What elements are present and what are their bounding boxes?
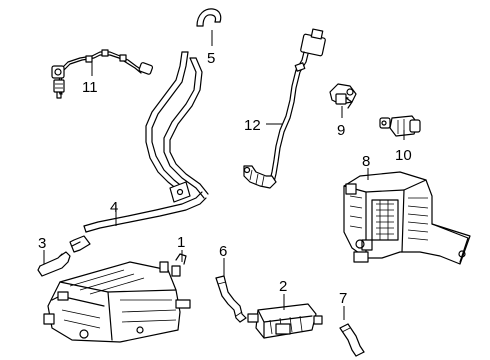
callout-10: 10	[395, 147, 412, 164]
callout-3: 3	[38, 235, 46, 252]
callout-6: 6	[219, 243, 227, 260]
evap-canister-icon	[43, 253, 191, 343]
vapor-filter-icon	[247, 303, 323, 339]
oxygen-sensor-icon	[243, 28, 326, 189]
hose-elbow-icon	[196, 8, 222, 27]
callout-1: 1	[177, 234, 185, 251]
callout-11: 11	[82, 79, 98, 96]
callout-9: 9	[337, 122, 345, 139]
hose-elbow-icon	[215, 275, 247, 323]
vent-hose-icon	[37, 235, 91, 277]
callout-2: 2	[279, 278, 287, 295]
oxygen-sensor-icon	[51, 49, 154, 99]
callout-12: 12	[244, 117, 261, 134]
callout-5: 5	[207, 50, 215, 67]
purge-valve-icon	[379, 115, 421, 137]
callout-4: 4	[110, 199, 118, 216]
hose-elbow-icon	[339, 323, 365, 357]
callout-8: 8	[362, 153, 370, 170]
pressure-sensor-icon	[329, 83, 357, 109]
vapor-line-icon	[83, 51, 209, 233]
callout-7: 7	[339, 290, 347, 307]
leak-detection-pump-icon	[343, 171, 471, 265]
